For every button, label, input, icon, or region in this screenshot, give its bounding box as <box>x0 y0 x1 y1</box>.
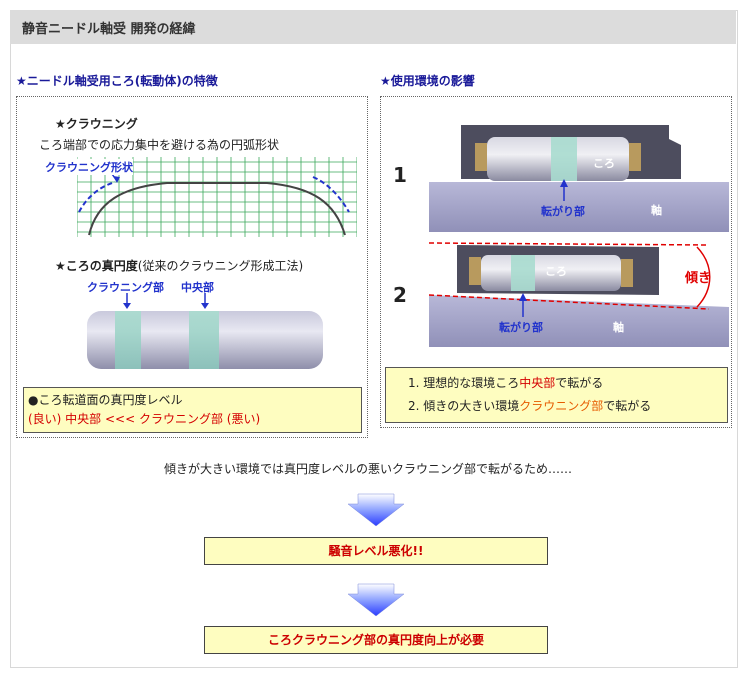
rolling-band-1 <box>551 137 577 181</box>
left-panel: ★クラウニング ころ端部での応力集中を避ける為の円弧形状 <box>16 96 368 438</box>
cage-left-1 <box>475 143 487 171</box>
note-line-1: ●ころ転道面の真円度レベル <box>28 393 183 407</box>
shaft-2 <box>429 295 729 347</box>
title-bar: 静音ニードル軸受 開発の経緯 <box>10 10 736 44</box>
crowning-band <box>115 311 141 369</box>
result-noise-worse: 騒音レベル悪化!! <box>204 537 548 565</box>
cage-right-2 <box>621 259 633 287</box>
tilt-label: 傾き <box>685 271 712 286</box>
bearing-diagram-2 <box>429 242 729 347</box>
bearing-diagram-1 <box>429 125 729 232</box>
result-roundness-improvement: ころクラウニング部の真円度向上が必要 <box>204 626 548 654</box>
crowning-dashed-right <box>312 176 350 213</box>
crowning-profile-curve <box>88 182 346 236</box>
shaft-text-2: 軸 <box>613 321 624 334</box>
roundness-title: ★ころの真円度 <box>55 259 138 273</box>
rolling-part-label-1: 転がり部 <box>541 205 585 218</box>
rolling-part-label-2: 転がり部 <box>499 321 543 334</box>
rolling-arrow-head-2 <box>519 293 527 301</box>
crowning-arrow-head <box>123 303 131 309</box>
center-band <box>189 311 219 369</box>
left-heading-text: ニードル軸受用ころ(転動体)の特徴 <box>26 74 218 88</box>
star-icon: ★ <box>16 74 27 88</box>
env-note-2-suffix: で転がる <box>603 399 652 413</box>
note-line-2: (良い) 中央部 <<< クラウニング部 (悪い) <box>28 412 261 426</box>
env-note-2-highlight: クラウニング部 <box>519 399 604 413</box>
roller-diagram <box>87 293 323 369</box>
tilt-line-top <box>429 242 710 246</box>
environment-note: 1. 理想的な環境ころ中央部で転がる 2. 傾きの大きい環境クラウニング部で転が… <box>385 367 728 423</box>
roundness-subtitle: (従来のクラウニング形成工法) <box>137 259 304 273</box>
roller-text-2: ころ <box>545 265 567 278</box>
figure-2-number: 2 <box>393 283 407 307</box>
env-note-line-2: 2. 傾きの大きい環境クラウニング部で転がる <box>408 397 651 414</box>
star-icon: ★ <box>380 74 391 88</box>
env-note-2-prefix: 2. 傾きの大きい環境 <box>408 399 520 413</box>
roundness-title-row: ★ころの真円度(従来のクラウニング形成工法) <box>55 257 303 274</box>
env-note-1-prefix: 1. 理想的な環境ころ <box>408 376 520 390</box>
right-section-heading: ★使用環境の影響 <box>380 72 475 89</box>
shaft-text-1: 軸 <box>651 204 662 217</box>
down-arrow-icon <box>347 583 405 617</box>
center-arrow-head <box>201 303 209 309</box>
crowning-pointer-head <box>113 176 120 183</box>
summary-text: 傾きが大きい環境では真円度レベルの悪いクラウニング部で転がるため…… <box>164 462 573 476</box>
env-note-1-highlight: 中央部 <box>519 376 556 390</box>
roller-label-crowning: クラウニング部 <box>87 281 164 294</box>
tilt-bracket <box>696 246 711 308</box>
page-title: 静音ニードル軸受 開発の経緯 <box>22 22 196 37</box>
shaft-1 <box>429 182 729 232</box>
rolling-arrow-head-1 <box>560 179 568 187</box>
roller-label-center: 中央部 <box>181 281 214 294</box>
roundness-note: ●ころ転道面の真円度レベル (良い) 中央部 <<< クラウニング部 (悪い) <box>23 387 362 433</box>
crowning-shape-label: クラウニング形状 <box>45 159 133 175</box>
figure-1-number: 1 <box>393 163 407 187</box>
crowning-title: ★クラウニング <box>55 117 138 131</box>
env-note-line-1: 1. 理想的な環境ころ中央部で転がる <box>408 374 603 391</box>
cage-left-2 <box>469 257 481 285</box>
left-section-heading: ★ニードル軸受用ころ(転動体)の特徴 <box>16 72 218 89</box>
env-note-1-suffix: で転がる <box>555 376 604 390</box>
tilt-line-bottom <box>429 294 710 310</box>
down-arrow-icon <box>347 493 405 527</box>
right-heading-text: 使用環境の影響 <box>390 74 475 88</box>
rolling-band-2 <box>511 255 535 291</box>
right-panel: 1 ころ 軸 転がり部 2 <box>380 96 732 428</box>
roller-text-1: ころ <box>593 157 615 170</box>
crowning-description: ころ端部での応力集中を避ける為の円弧形状 <box>39 138 280 152</box>
crowning-dashed-left <box>78 181 116 213</box>
cage-right-1 <box>629 143 641 171</box>
